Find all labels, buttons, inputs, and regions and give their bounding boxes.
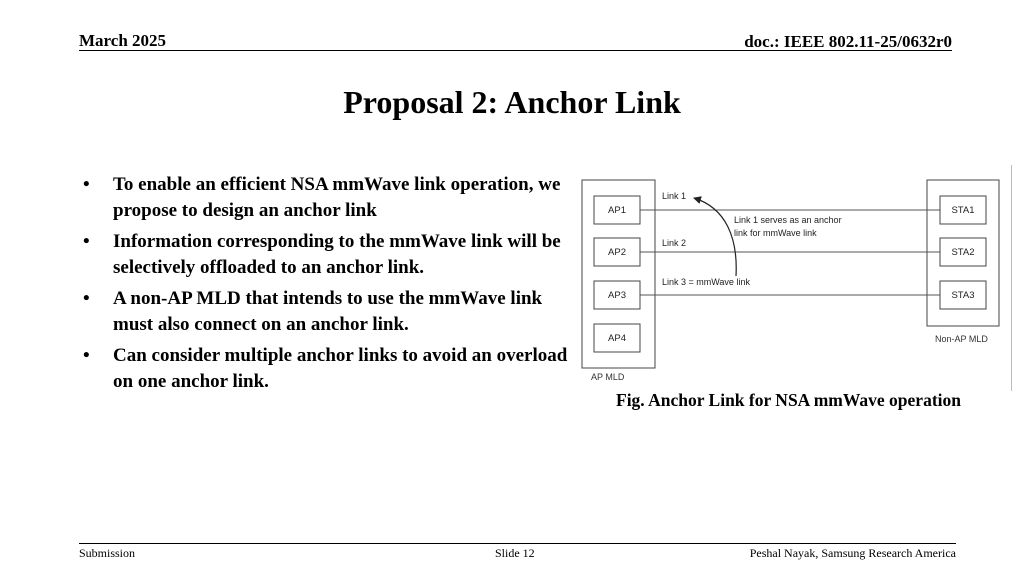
bullet-item: • A non-AP MLD that intends to use the m…: [83, 286, 571, 337]
footer-author: Peshal Nayak, Samsung Research America: [749, 546, 956, 560]
ap1-box: [593, 195, 641, 225]
ap1-label: AP1: [608, 205, 626, 216]
ap2-box: [593, 237, 641, 267]
ap-mld-label: AP MLD: [591, 372, 625, 382]
sta1-box: [939, 195, 987, 225]
anchor-arrow-icon: [693, 196, 737, 277]
bullet-icon: •: [83, 174, 90, 195]
sta1-label: STA1: [951, 205, 974, 216]
footer-left: Submission: [79, 546, 136, 560]
figure-edge-divider: [1011, 165, 1012, 391]
header-doc-id: doc.: IEEE 802.11-25/0632r0: [744, 32, 952, 51]
header-divider: [79, 50, 952, 51]
sta3-box: [939, 280, 987, 310]
figure-caption: Fig. Anchor Link for NSA mmWave operatio…: [616, 390, 962, 410]
bullet-item: • To enable an efficient NSA mmWave link…: [83, 172, 571, 223]
footer-divider: [79, 543, 956, 544]
ap4-box: [593, 323, 641, 353]
footer-slide-number: Slide 12: [495, 546, 535, 560]
bullet-item: • Information corresponding to the mmWav…: [83, 229, 571, 280]
annotation-line-2: link for mmWave link: [734, 228, 817, 238]
bullet-icon: •: [83, 345, 90, 366]
bullet-icon: •: [83, 231, 90, 252]
non-ap-mld-label: Non-AP MLD: [935, 334, 988, 344]
bullet-text: Information corresponding to the mmWave …: [113, 231, 561, 278]
bullet-list: • To enable an efficient NSA mmWave link…: [83, 172, 571, 400]
bullet-text: A non-AP MLD that intends to use the mmW…: [113, 288, 543, 335]
link-2-label: Link 2: [662, 238, 686, 248]
bullet-text: To enable an efficient NSA mmWave link o…: [113, 174, 561, 221]
link-1-label: Link 1: [662, 191, 686, 201]
anchor-link-figure: AP MLD Non-AP MLD AP1 AP2 AP3 AP4 STA1 S…: [576, 168, 1014, 392]
bullet-text: Can consider multiple anchor links to av…: [113, 345, 568, 392]
slide-title: Proposal 2: Anchor Link: [343, 84, 681, 120]
header-date: March 2025: [79, 31, 167, 50]
ap2-label: AP2: [608, 247, 626, 258]
ap3-box: [593, 280, 641, 310]
bullet-icon: •: [83, 288, 90, 309]
bullet-item: • Can consider multiple anchor links to …: [83, 343, 571, 394]
annotation-line-1: Link 1 serves as an anchor: [734, 215, 842, 225]
sta3-label: STA3: [951, 290, 974, 301]
sta2-box: [939, 237, 987, 267]
ap3-label: AP3: [608, 290, 626, 301]
link-3-label: Link 3 = mmWave link: [662, 277, 750, 287]
ap4-label: AP4: [608, 333, 626, 344]
sta2-label: STA2: [951, 247, 974, 258]
